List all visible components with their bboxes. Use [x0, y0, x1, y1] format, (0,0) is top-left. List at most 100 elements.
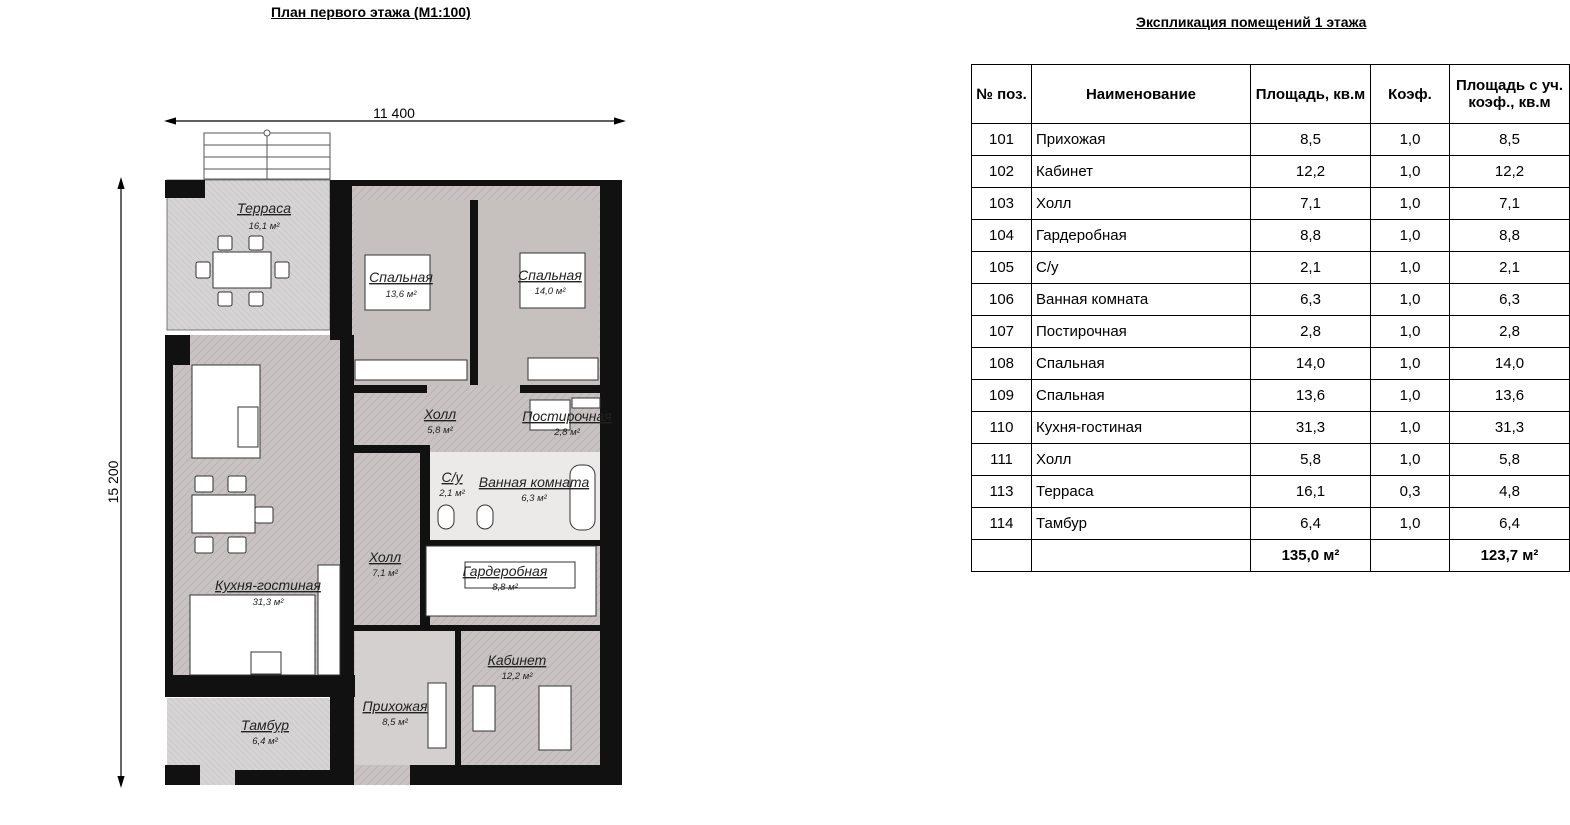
cell-name: Прихожая [1031, 123, 1251, 156]
cell-coef: 1,0 [1370, 507, 1450, 540]
room-area-study: 12,2 м² [502, 671, 534, 682]
room-label-study: Кабинет [488, 652, 547, 668]
cell-pos: 101 [971, 123, 1032, 156]
room-label-bathroom: Ванная комната [479, 474, 590, 490]
table-header-row: № поз. Наименование Площадь, кв.м Коэф. … [971, 64, 1570, 124]
cell-area: 13,6 [1250, 379, 1371, 412]
cell-coef: 1,0 [1370, 443, 1450, 476]
cell-area: 6,4 [1250, 507, 1371, 540]
cell-pos: 106 [971, 283, 1032, 316]
room-area-hall-1: 5,8 м² [427, 425, 453, 436]
header-area-coef: Площадь с уч. коэф., кв.м [1449, 64, 1570, 124]
room-label-vestibule: Тамбур [241, 717, 289, 733]
cell-area-coef: 7,1 [1449, 187, 1570, 220]
plan-title: План первого этажа (М1:100) [271, 4, 471, 20]
cell-name: Гардеробная [1031, 219, 1251, 252]
header-name: Наименование [1031, 64, 1251, 124]
room-area-terrace: 16,1 м² [249, 221, 281, 232]
cell-name: Тамбур [1031, 507, 1251, 540]
room-area-vestibule: 6,4 м² [252, 736, 278, 747]
room-schedule-table: № поз. Наименование Площадь, кв.м Коэф. … [971, 64, 1570, 572]
cell-name: Холл [1031, 187, 1251, 220]
cell-name: Спальная [1031, 379, 1251, 412]
dimension-height: 15 200 [105, 177, 125, 788]
room-area-hall-2: 7,1 м² [372, 568, 398, 579]
cell-area: 8,5 [1250, 123, 1371, 156]
cell-name: Ванная комната [1031, 283, 1251, 316]
cell-pos: 104 [971, 219, 1032, 252]
room-area-wc: 2,1 м² [438, 488, 465, 499]
cell-coef: 1,0 [1370, 347, 1450, 380]
room-label-entrance: Прихожая [363, 698, 428, 714]
cell-coef: 1,0 [1370, 187, 1450, 220]
cell-name: Спальная [1031, 347, 1251, 380]
room-labels: Терраса 16,1 м² Спальная 13,6 м² Спальна… [215, 200, 612, 747]
cell-area: 31,3 [1250, 411, 1371, 444]
cell-area: 5,8 [1250, 443, 1371, 476]
room-label-hall-2: Холл [368, 549, 401, 565]
terrace-steps [203, 129, 331, 190]
cell-area: 14,0 [1250, 347, 1371, 380]
room-label-terrace: Терраса [237, 200, 291, 216]
floor-plan: 11 400 15 200 [105, 105, 626, 788]
cell-name: Постирочная [1031, 315, 1251, 348]
cell-area: 6,3 [1250, 283, 1371, 316]
dimension-width: 11 400 [164, 105, 626, 125]
total-cell-name [1031, 539, 1251, 572]
room-label-laundry: Постирочная [522, 408, 612, 424]
cell-area-coef: 6,4 [1449, 507, 1570, 540]
room-area-bedroom-1: 13,6 м² [386, 289, 418, 300]
cell-area-coef: 2,1 [1449, 251, 1570, 284]
room-label-kitchen-living: Кухня-гостиная [215, 577, 321, 593]
header-coef: Коэф. [1370, 64, 1450, 124]
cell-area: 2,8 [1250, 315, 1371, 348]
room-area-kitchen-living: 31,3 м² [253, 597, 285, 608]
header-pos: № поз. [971, 64, 1032, 124]
cell-area-coef: 8,5 [1449, 123, 1570, 156]
cell-area-coef: 13,6 [1449, 379, 1570, 412]
cell-area-coef: 6,3 [1449, 283, 1570, 316]
cell-pos: 113 [971, 475, 1032, 508]
cell-coef: 1,0 [1370, 123, 1450, 156]
room-area-bathroom: 6,3 м² [521, 493, 547, 504]
cell-area: 12,2 [1250, 155, 1371, 188]
cell-coef: 1,0 [1370, 379, 1450, 412]
cell-name: Холл [1031, 443, 1251, 476]
room-area-bedroom-2: 14,0 м² [535, 286, 567, 297]
room-label-wc: С/у [442, 469, 464, 485]
cell-pos: 103 [971, 187, 1032, 220]
cell-area-coef: 8,8 [1449, 219, 1570, 252]
table-total-row: 135,0 м² 123,7 м² [971, 539, 1570, 572]
dimension-width-label: 11 400 [373, 105, 415, 121]
cell-pos: 107 [971, 315, 1032, 348]
cell-pos: 110 [971, 411, 1032, 444]
cell-coef: 0,3 [1370, 475, 1450, 508]
cell-area-coef: 5,8 [1449, 443, 1570, 476]
table-title: Экспликация помещений 1 этажа [1136, 14, 1367, 30]
room-label-wardrobe: Гардеробная [463, 563, 548, 579]
cell-pos: 108 [971, 347, 1032, 380]
cell-area: 8,8 [1250, 219, 1371, 252]
cell-pos: 109 [971, 379, 1032, 412]
room-area-entrance: 8,5 м² [382, 717, 408, 728]
cell-coef: 1,0 [1370, 219, 1450, 252]
cell-coef: 1,0 [1370, 251, 1450, 284]
cell-name: Терраса [1031, 475, 1251, 508]
cell-pos: 102 [971, 155, 1032, 188]
cell-name: Кабинет [1031, 155, 1251, 188]
cell-area-coef: 31,3 [1449, 411, 1570, 444]
cell-pos: 114 [971, 507, 1032, 540]
room-area-laundry: 2,8 м² [553, 427, 580, 438]
room-label-bedroom-1: Спальная [369, 269, 433, 285]
cell-area: 7,1 [1250, 187, 1371, 220]
